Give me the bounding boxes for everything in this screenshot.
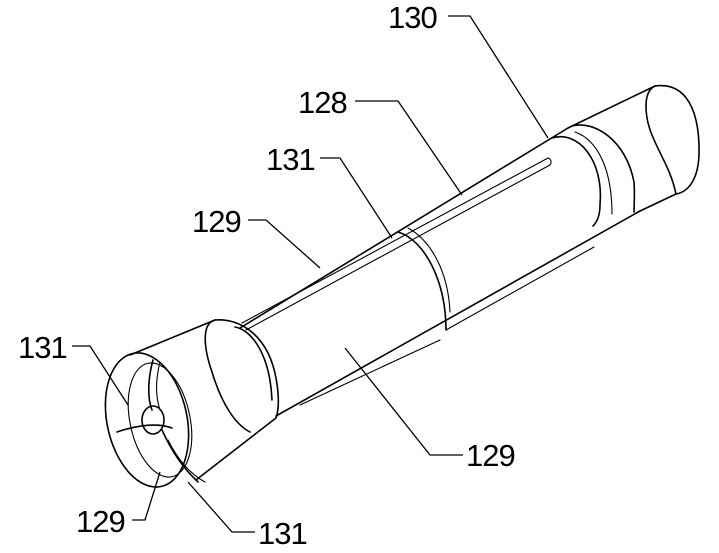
middle-band-edge-2 bbox=[407, 227, 451, 313]
leader-lines bbox=[72, 15, 549, 533]
leader-129-upper bbox=[248, 219, 321, 269]
face-slit-horizontal bbox=[116, 424, 173, 433]
front-face-chamfer bbox=[127, 362, 193, 478]
leader-129-bottom bbox=[132, 471, 161, 521]
neck-inner-edge bbox=[574, 131, 613, 215]
collet-outline bbox=[104, 84, 700, 488]
slit-end bbox=[547, 157, 552, 166]
label-130: 130 bbox=[388, 0, 437, 35]
face-slit-bottom bbox=[161, 429, 199, 483]
neck-groove-edge bbox=[551, 135, 602, 227]
label-129-bottom: 129 bbox=[76, 504, 125, 539]
face-slit-top bbox=[147, 359, 154, 411]
slit-lower bbox=[245, 164, 551, 331]
head-shoulder bbox=[234, 326, 273, 401]
middle-shading-1 bbox=[299, 339, 441, 406]
label-131-bottom: 131 bbox=[258, 516, 307, 551]
front-face bbox=[104, 352, 190, 488]
bore-hole bbox=[141, 405, 165, 435]
leader-130 bbox=[448, 15, 549, 139]
leader-131-top bbox=[320, 157, 393, 239]
end-cap-body bbox=[567, 84, 700, 212]
middle-shading-2 bbox=[445, 246, 595, 331]
end-cap-face-edge bbox=[645, 85, 677, 195]
leader-128 bbox=[355, 100, 463, 196]
slit-upper bbox=[241, 157, 549, 324]
head-outer bbox=[129, 319, 280, 481]
label-129-upper: 129 bbox=[192, 204, 241, 239]
head-face-ring bbox=[204, 319, 251, 433]
end-cap-shoulder bbox=[571, 124, 636, 213]
label-131-top: 131 bbox=[266, 142, 315, 177]
leader-131-bottom bbox=[187, 481, 255, 533]
label-128: 128 bbox=[298, 85, 347, 120]
shank-bottom-edge bbox=[275, 210, 641, 417]
leader-129-right bbox=[344, 347, 463, 456]
middle-band-edge bbox=[397, 231, 447, 331]
reference-labels: 130 128 131 129 131 129 129 131 bbox=[18, 0, 516, 551]
face-slit-bottom-2 bbox=[167, 439, 206, 483]
leader-131-left bbox=[72, 345, 129, 406]
face-slit-top-2 bbox=[156, 361, 161, 411]
label-131-left: 131 bbox=[18, 330, 67, 365]
label-129-right: 129 bbox=[466, 438, 515, 473]
